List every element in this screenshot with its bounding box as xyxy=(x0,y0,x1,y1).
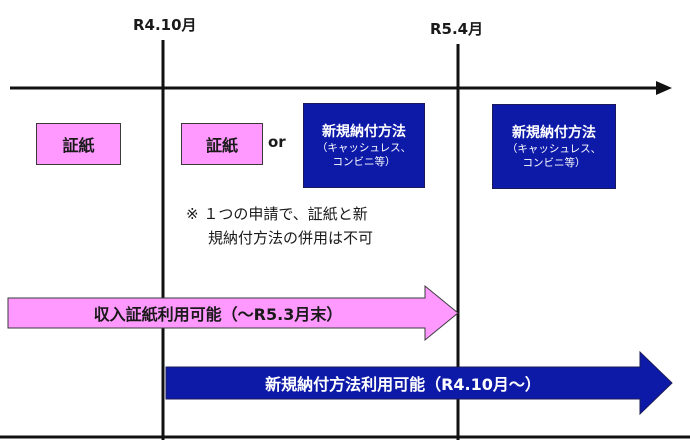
stamp-box-before: 証紙 xyxy=(36,123,121,165)
note-line-1: ※ １つの申請で、証紙と新 xyxy=(186,205,368,223)
stamp-box-transition: 証紙 xyxy=(181,123,263,165)
marker-label-r4-10: R4.10月 xyxy=(133,16,197,34)
marker-label-r5-4: R5.4月 xyxy=(430,20,484,38)
new-method-title: 新規納付方法 xyxy=(322,123,406,140)
new-method-usable-arrow xyxy=(165,350,673,416)
timeline-axis-arrowhead xyxy=(656,81,672,95)
new-method-sub2: コンビニ等） xyxy=(522,156,586,169)
stamp-usable-label: 収入証紙利用可能（〜R5.3月末） xyxy=(93,305,343,324)
new-method-title: 新規納付方法 xyxy=(512,124,596,141)
new-method-sub1: （キャッシュレス、 xyxy=(316,141,412,154)
note-line-2: 規納付方法の併用は不可 xyxy=(208,229,374,247)
new-method-usable-label: 新規納付方法利用可能（R4.10月〜） xyxy=(265,375,541,394)
new-method-sub2: コンビニ等） xyxy=(332,155,396,168)
or-label: or xyxy=(268,133,286,151)
stamp-usable-arrow xyxy=(7,284,459,342)
new-method-box-after: 新規納付方法 （キャッシュレス、 コンビニ等） xyxy=(492,104,616,189)
new-method-sub1: （キャッシュレス、 xyxy=(506,142,602,155)
new-method-box-transition: 新規納付方法 （キャッシュレス、 コンビニ等） xyxy=(303,103,425,188)
